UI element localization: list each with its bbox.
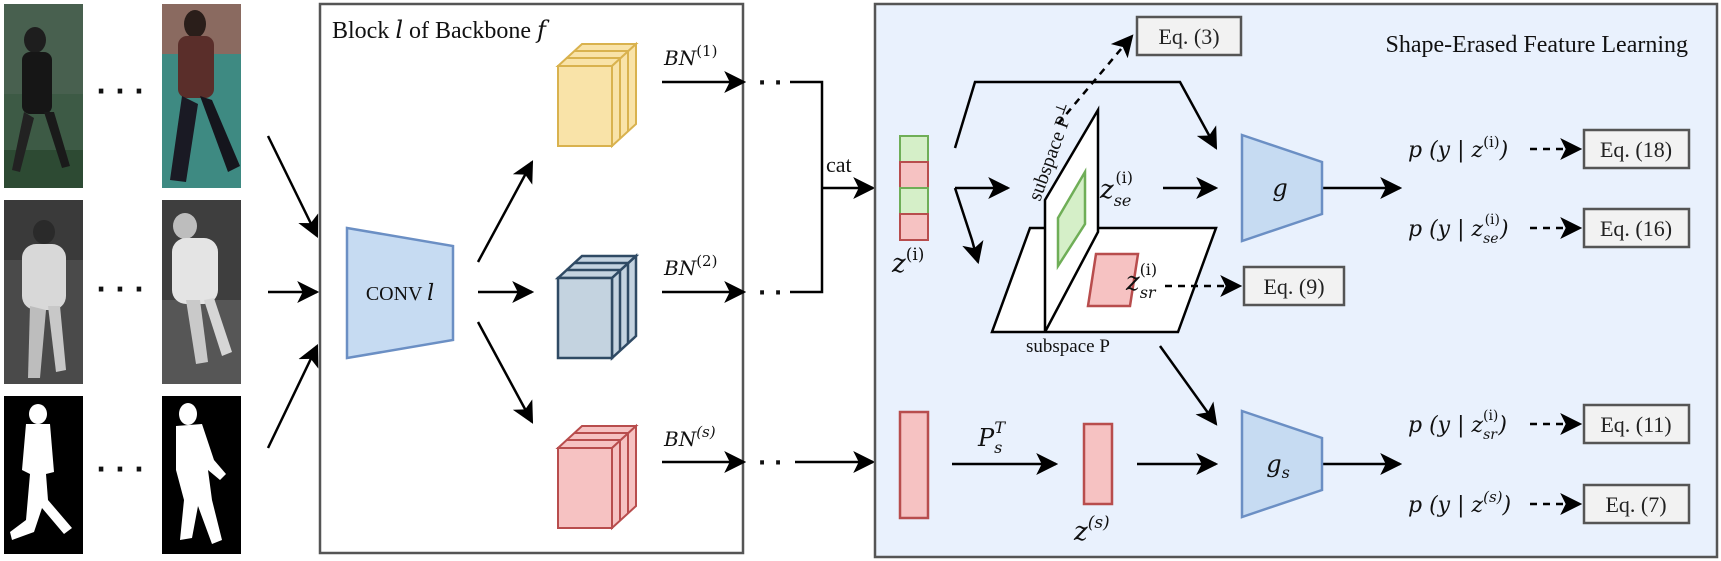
classifier-gs (1240, 409, 1324, 519)
prob-z-se: p (y | zse(i)) (1408, 212, 1509, 247)
ellipsis-bns: · · (758, 451, 782, 476)
dashed-arrows (1057, 34, 1583, 515)
ellipsis-row1: · · · (96, 77, 144, 107)
equation-boxes: Eq. (3) Eq. (18) Eq. (16) Eq. (9) Eq. (1… (1135, 15, 1691, 525)
z-sr-label: zsr(i) (1125, 260, 1157, 302)
bn-arrows (662, 71, 747, 473)
eq7-label: Eq. (7) (1605, 492, 1666, 517)
input-arrows (266, 135, 320, 449)
bns-feature-cube (555, 423, 639, 531)
z-shape-feature-vector (898, 410, 930, 520)
silhouette-thumbnail-2 (162, 396, 241, 554)
z-s-label: z(s) (1073, 513, 1110, 547)
eq16-box: Eq. (16) (1582, 207, 1691, 249)
ellipsis-bn2: · · (758, 281, 782, 306)
bns-label: BN(s) (663, 423, 716, 451)
conv-label: CONV l (366, 281, 434, 306)
ellipsis-row2: · · · (96, 275, 144, 305)
classifier-g-label: g (1272, 174, 1287, 202)
ir-thumbnail-2 (162, 200, 241, 384)
silhouette-thumbnail-1 (4, 396, 83, 554)
backbone-title: Block l of Backbone f (332, 16, 550, 44)
bn2-label: BN(2) (663, 252, 717, 280)
ellipsis-row3: · · · (96, 455, 144, 485)
eq11-box: Eq. (11) (1582, 403, 1691, 445)
classifier-gs-label: gs (1266, 450, 1290, 482)
prob-z-sr: p (y | zsr(i)) (1408, 408, 1507, 443)
z-se-projection (1056, 167, 1087, 271)
z-se-label: zse(i) (1099, 168, 1133, 210)
eq9-label: Eq. (9) (1263, 274, 1324, 299)
sefl-title: Shape-Erased Feature Learning (1385, 32, 1688, 58)
classifier-g (1240, 133, 1324, 243)
eq18-box: Eq. (18) (1582, 128, 1691, 170)
conv-branch-arrows (476, 160, 535, 424)
conv-layer (345, 226, 455, 360)
z-i-arrows (953, 80, 1218, 265)
eq3-label: Eq. (3) (1158, 24, 1219, 49)
bn2-feature-cube (554, 253, 640, 361)
rgb-thumbnail-2 (162, 4, 241, 188)
eq9-box: Eq. (9) (1242, 265, 1346, 307)
middle-arrows (952, 177, 1403, 475)
eq7-box: Eq. (7) (1582, 483, 1691, 525)
cat-label: cat (826, 152, 852, 177)
eq3-box: Eq. (3) (1135, 15, 1243, 57)
concat-bracket (790, 80, 876, 473)
bn1-feature-cube (555, 41, 639, 149)
projection-ps-label: PsT (977, 418, 1006, 457)
z-i-vector (899, 135, 929, 241)
eq16-label: Eq. (16) (1600, 216, 1672, 241)
backbone-block: Block l of Backbone f CONV l (318, 2, 747, 555)
eq18-label: Eq. (18) (1600, 137, 1672, 162)
ir-thumbnail-1 (4, 200, 83, 384)
prob-z-i: p (y | z(i)) (1408, 133, 1508, 163)
z-sr-projection (1086, 252, 1140, 308)
rgb-thumbnail-1 (4, 4, 83, 188)
subspace-p-label: subspace P (1026, 336, 1110, 357)
z-s-vector (1082, 422, 1114, 506)
z-i-label: z(i) (891, 245, 924, 279)
bn1-label: BN(1) (663, 42, 717, 70)
subspace-planes (990, 105, 1218, 334)
input-images: · · · · · · · · · (4, 4, 241, 554)
eq11-label: Eq. (11) (1600, 412, 1671, 437)
ellipsis-bn1: · · (758, 71, 782, 96)
prob-z-s: p (y | z(s)) (1408, 488, 1511, 518)
